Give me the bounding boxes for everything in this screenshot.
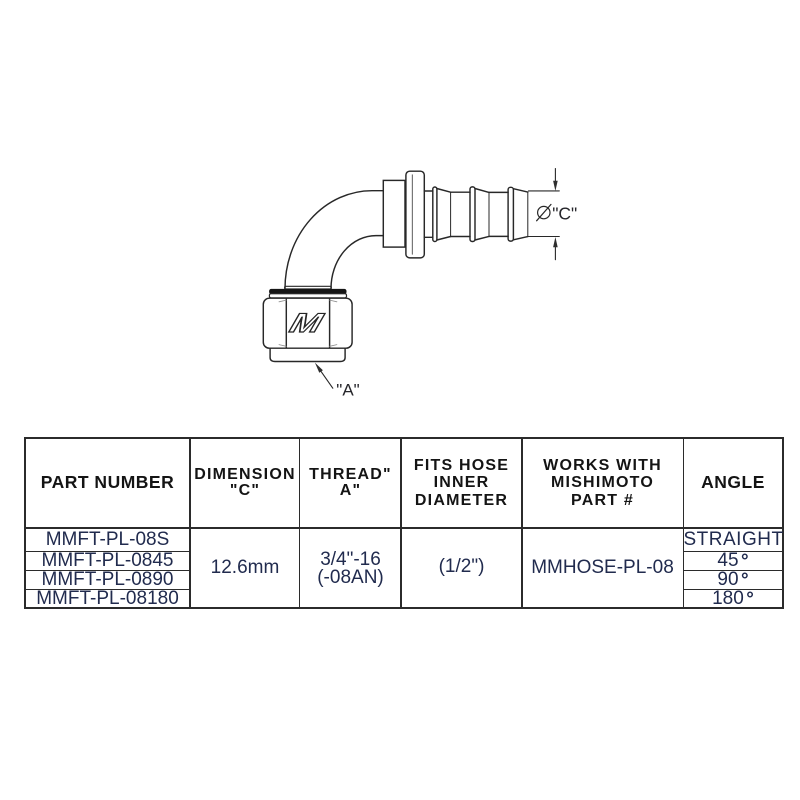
svg-text:M: M (283, 308, 331, 338)
svg-text:"C": "C" (552, 203, 577, 223)
svg-text:"A": "A" (336, 380, 359, 399)
